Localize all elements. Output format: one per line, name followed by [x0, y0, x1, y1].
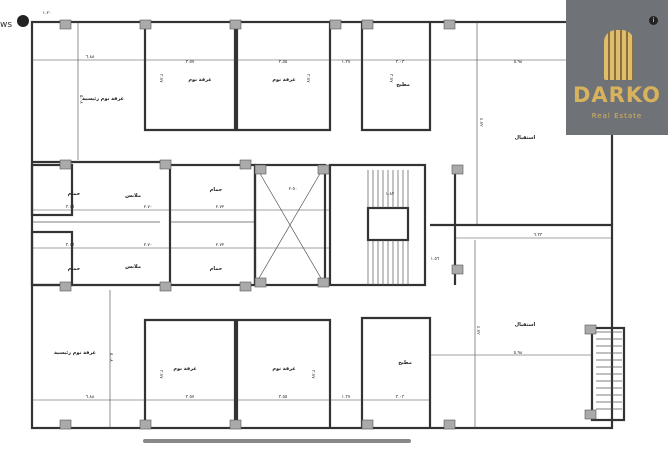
dim-label: ١.٣٧ [342, 59, 351, 65]
dim-label: ٣.٥٧ [186, 59, 195, 65]
room-label: غرفة نوم [272, 77, 295, 83]
column [317, 164, 330, 175]
column [59, 159, 72, 170]
dim-label: ٢.٧٠ [144, 243, 153, 248]
column [239, 159, 252, 170]
column [443, 419, 456, 430]
columns [59, 19, 622, 430]
dim-label: ٢.٧٢ [216, 205, 225, 210]
column [229, 19, 242, 30]
column [159, 159, 172, 170]
dim-label: ٣.١٦ [66, 242, 75, 248]
dim-label: ٦.٨٨ [86, 55, 95, 60]
dim-label: ٢.٧٢ [216, 243, 225, 248]
bottom-wing-walls [32, 283, 626, 428]
column [317, 277, 330, 288]
column [451, 264, 464, 275]
top-wing-walls [32, 22, 612, 285]
dim-label: ٣.٧٧ [305, 74, 311, 83]
dim-label: ٣.٠٣ [396, 59, 405, 65]
dim-label: ٣.١٦ [66, 204, 75, 210]
home-indicator[interactable] [143, 439, 411, 443]
stair-treads [367, 170, 622, 410]
room-label: مطبخ [398, 360, 412, 366]
column [139, 19, 152, 30]
dim-label: ٦.٨٨ [86, 395, 95, 400]
room-label: ملابس [125, 193, 141, 199]
column [229, 419, 242, 430]
darko-logo: i DARKO Real Estate [566, 0, 668, 135]
column [59, 281, 72, 292]
dim-label: ١.٨٢ [386, 192, 395, 197]
room-label: حمام [68, 191, 81, 197]
room-label: غرفة نوم رئيسية [54, 350, 96, 356]
dimension-lines [32, 22, 612, 428]
room-label: حمام [68, 266, 81, 272]
dim-label: ٣.٧٧ [158, 370, 164, 379]
column [59, 19, 72, 30]
dim-label: ٥.٩٨ [514, 351, 523, 356]
alarm-clock-icon [17, 15, 29, 27]
column [254, 277, 267, 288]
dim-label: ٣.٧٧ [310, 370, 316, 379]
dim-label: ٤.٧٢ [478, 118, 483, 127]
column [254, 164, 267, 175]
room-label: مطبخ [396, 82, 410, 88]
dim-label: ٦.٣٣ [534, 232, 543, 238]
dim-label: ٣.٠٣ [396, 394, 405, 400]
dim-label: ٣.٧٧ [388, 74, 394, 83]
column [59, 419, 72, 430]
column [584, 409, 597, 420]
room-label: غرفة نوم [188, 77, 211, 83]
column [451, 164, 464, 175]
column [239, 281, 252, 292]
dim-label: ٥.٠٨ [108, 353, 113, 362]
column [159, 281, 172, 292]
dim-label: ١.٣٧ [342, 394, 351, 400]
room-label: غرفة نوم رئيسية [82, 96, 124, 102]
dim-label: ١.٥٦ [431, 257, 440, 262]
middle-band-walls [30, 163, 427, 287]
dim-label: ١.٢٠ [43, 11, 52, 16]
info-icon[interactable]: i [649, 16, 658, 25]
dim-label: ٤.٧٢ [475, 326, 480, 335]
room-label: استقبال [515, 322, 536, 328]
column [361, 419, 374, 430]
dim-label: ٢.٥٠ [289, 187, 298, 192]
logo-mark-icon [604, 30, 634, 80]
column [139, 419, 152, 430]
room-label: حمام [210, 266, 223, 272]
dim-label: ٥.٠٨ [78, 95, 83, 104]
dim-label: ٣.٧٧ [158, 74, 164, 83]
room-label: استقبال [515, 135, 536, 141]
room-label: حمام [210, 187, 223, 193]
logo-tagline: Real Estate [591, 112, 643, 120]
dim-label: ٣.٥٧ [186, 394, 195, 400]
room-label: غرفة نوم [272, 366, 295, 372]
column [329, 19, 342, 30]
room-label: ملابس [125, 264, 141, 270]
logo-name: DARKO [572, 83, 662, 107]
column [443, 19, 456, 30]
room-label: غرفة نوم [173, 366, 196, 372]
column [361, 19, 374, 30]
dim-label: ٢.٧٠ [144, 205, 153, 210]
status-edge-text: ws [0, 20, 13, 30]
dim-label: ٣.٥٥ [279, 59, 288, 65]
dim-label: ٥.٩٨ [514, 60, 523, 65]
dim-label: ٣.٥٥ [279, 394, 288, 400]
column [584, 324, 597, 335]
